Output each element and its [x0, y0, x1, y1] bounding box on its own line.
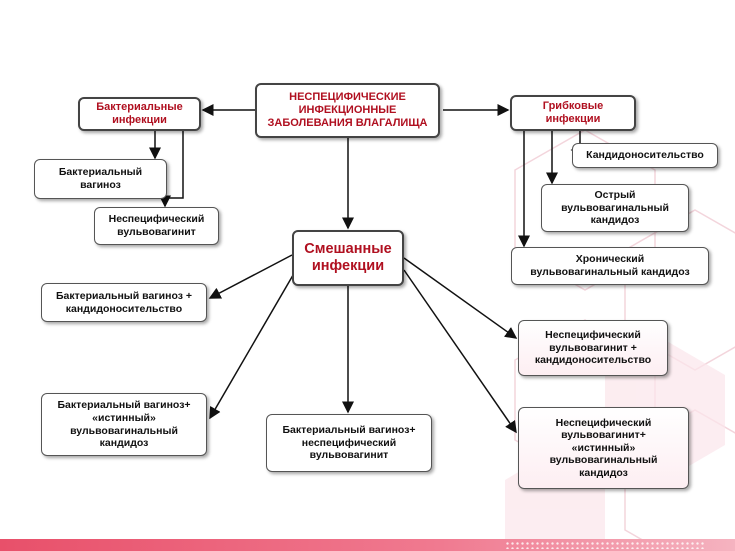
mixed-child-bv-carriage: Бактериальный вагиноз + кандидоносительс… — [41, 283, 207, 322]
mixed-child-nv-carriage: Неспецифический вульвовагинит + кандидон… — [518, 320, 668, 376]
chronic-candidiasis-node: Хронический вульвовагинальный кандидоз — [511, 247, 709, 285]
arrow-bacterial-vulvovaginitis — [159, 131, 184, 208]
mixed-child-bv-candidiasis: Бактериальный вагиноз+ «истинный» вульво… — [41, 393, 207, 456]
mixed-infections-node: Смешанные инфекции — [292, 230, 404, 286]
arrow-mixed-child-2 — [209, 269, 297, 420]
mixed-child-nv-candidiasis: Неспецифический вульвовагинит+ «истинный… — [518, 407, 689, 489]
mixed-child-bv-vulvovaginitis: Бактериальный вагиноз+ неспецифический в… — [266, 414, 432, 472]
root-node: НЕСПЕЦИФИЧЕСКИЕ ИНФЕКЦИОННЫЕ ЗАБОЛЕВАНИЯ… — [255, 83, 440, 138]
nonspecific-vulvovaginitis-node: Неспецифический вульвовагинит — [94, 207, 219, 245]
bottom-accent-bar — [0, 539, 735, 551]
arrow-mixed-child-5 — [403, 269, 517, 434]
arrow-mixed-child-4 — [403, 257, 518, 339]
fungal-infections-node: Грибковые инфекции — [510, 95, 636, 131]
acute-candidiasis-node: Острый вульвовагинальный кандидоз — [541, 184, 689, 232]
candida-carriage-node: Кандидоносительство — [572, 143, 718, 168]
bacterial-infections-node: Бактериальные инфекции — [78, 97, 201, 131]
bacterial-vaginosis-node: Бактериальный вагиноз — [34, 159, 167, 199]
arrow-mixed-child-1 — [208, 254, 293, 299]
bottom-dot-pattern — [505, 541, 705, 549]
